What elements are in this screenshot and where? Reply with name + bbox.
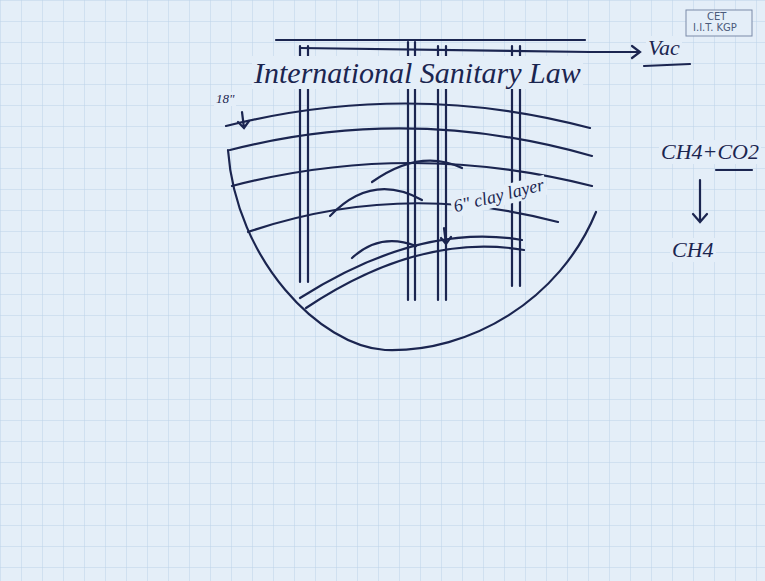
cell-arc: [372, 161, 462, 182]
watermark-text: CET: [705, 11, 728, 22]
gas-mixture-label: CH4+CO2: [659, 140, 761, 164]
clay-layer-label: 6" clay layer: [450, 175, 548, 218]
landfill-drawing: [226, 40, 752, 350]
methane-label: CH4: [670, 238, 716, 262]
waste-layer: [230, 128, 592, 156]
watermark-text: I.I.T. KGP: [691, 22, 739, 33]
dimension-arrow: [238, 112, 249, 128]
vacuum-label: Vac: [646, 36, 682, 60]
underline: [716, 169, 752, 171]
dimension-arrow: [441, 228, 451, 244]
watermark-box: [686, 10, 752, 36]
vacuum-arrow: [590, 46, 640, 58]
gas-header: [276, 40, 590, 52]
heading-text: International Sanitary Law: [252, 56, 583, 89]
underline: [644, 64, 690, 66]
process-arrow: [693, 180, 707, 222]
dimension-label: 18": [214, 92, 236, 106]
landfill-bowl: [228, 150, 596, 350]
